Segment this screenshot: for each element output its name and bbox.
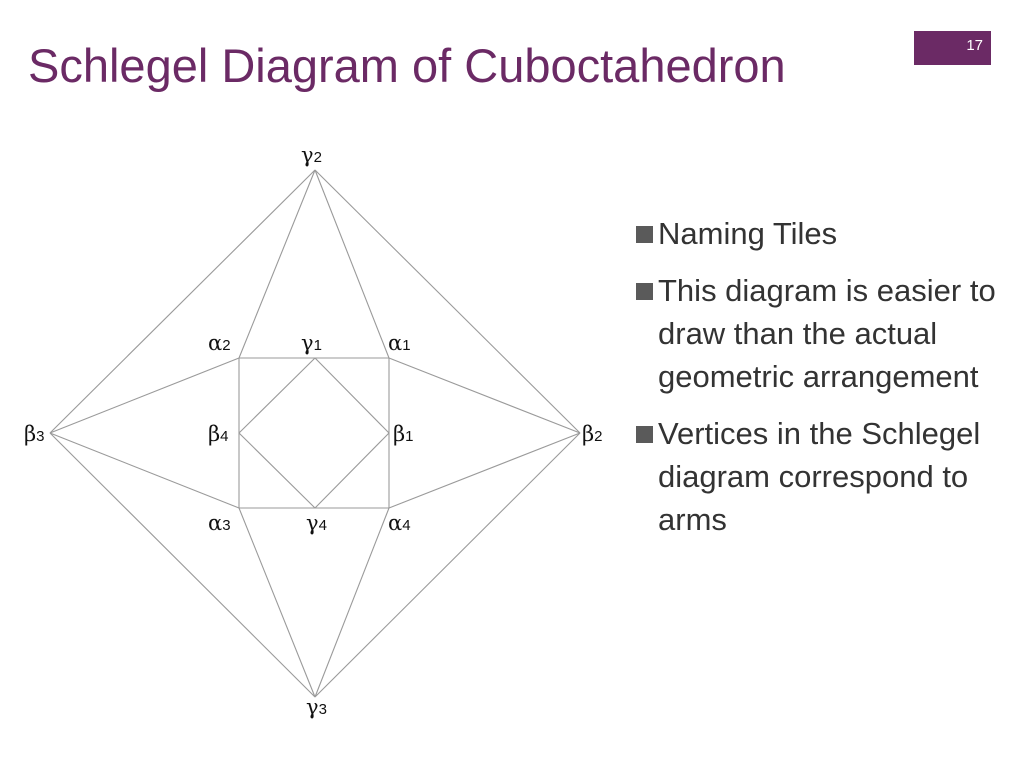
vertex-label-g4: γ4 xyxy=(306,511,327,535)
vertex-label-b3: β3 xyxy=(24,422,44,446)
diagram-edge-g4-b4 xyxy=(238,432,316,509)
bullet-text: Naming Tiles xyxy=(658,216,838,251)
vertex-label-a3: α3 xyxy=(208,511,231,535)
diagram-edge-b2-a1 xyxy=(388,357,581,434)
vertex-label-b2: β2 xyxy=(582,422,602,446)
vertex-label-g3: γ3 xyxy=(306,695,327,719)
diagram-edge-b1-g4 xyxy=(314,432,390,509)
vertex-label-g1: γ1 xyxy=(301,331,322,355)
bullet-text: Vertices in the Schlegel diagram corresp… xyxy=(658,416,981,537)
diagram-edge-b3-a3 xyxy=(49,432,240,509)
diagram-edge-g3-a3 xyxy=(238,507,316,698)
bullet-item: Naming Tiles xyxy=(636,212,1016,255)
slide-title: Schlegel Diagram of Cuboctahedron xyxy=(28,39,786,92)
vertex-label-a1: α1 xyxy=(388,331,411,355)
diagram-edge-b2-a4 xyxy=(388,432,581,509)
bullet-item: Vertices in the Schlegel diagram corresp… xyxy=(636,412,1016,541)
diagram-edge-b4-g1 xyxy=(238,357,316,434)
bullet-text: This diagram is easier to draw than the … xyxy=(658,273,996,394)
bullet-list: Naming Tiles This diagram is easier to d… xyxy=(636,212,1016,555)
diagram-edge-b3-a2 xyxy=(49,357,240,434)
vertex-label-g2: γ2 xyxy=(301,143,322,167)
diagram-edge-g3-b3 xyxy=(49,432,316,698)
vertex-label-a2: α2 xyxy=(208,331,231,355)
bullet-item: This diagram is easier to draw than the … xyxy=(636,269,1016,398)
square-bullet-icon xyxy=(636,426,653,443)
square-bullet-icon xyxy=(636,283,653,300)
vertex-label-b4: β4 xyxy=(208,422,228,446)
diagram-edge-g1-b1 xyxy=(314,357,390,434)
vertex-label-b1: β1 xyxy=(393,422,413,446)
diagram-edge-g2-a1 xyxy=(314,169,390,359)
diagram-edge-g2-b2 xyxy=(314,169,581,434)
slide-number: 17 xyxy=(914,31,991,65)
diagram-edge-g2-b3 xyxy=(49,169,316,434)
diagram-vertex-labels: γ2 γ1 α2 α1 β3 β4 β1 β2 α3 γ4 α4 γ3 xyxy=(24,143,602,719)
diagram-edge-g2-a2 xyxy=(238,169,316,359)
vertex-label-a4: α4 xyxy=(388,511,411,535)
square-bullet-icon xyxy=(636,226,653,243)
diagram-edges xyxy=(49,169,581,698)
diagram-edge-g3-a4 xyxy=(314,507,390,698)
diagram-edge-g3-b2 xyxy=(314,432,581,698)
